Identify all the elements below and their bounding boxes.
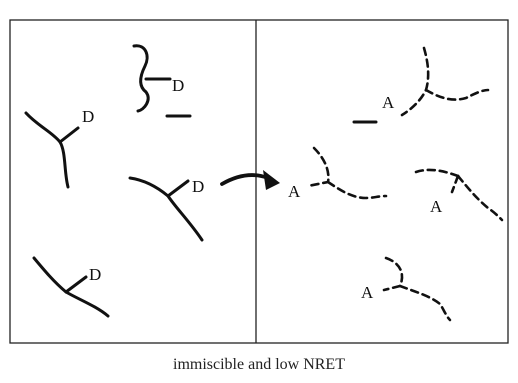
diagram-frame [9, 19, 509, 344]
acceptor-chain: A [361, 256, 452, 322]
donor-chain: D [32, 256, 110, 318]
donor-label: D [89, 265, 101, 284]
donor-label: D [192, 177, 204, 196]
acceptor-label: A [430, 197, 443, 216]
acceptor-label: A [361, 283, 374, 302]
donor-chain: D [128, 176, 204, 242]
nret-diagram: D D D D A A A A [9, 19, 509, 344]
donor-chain: D [132, 44, 184, 113]
acceptor-label: A [382, 93, 395, 112]
donor-label: D [172, 76, 184, 95]
acceptor-chain: A [414, 168, 504, 222]
transfer-arrow [220, 170, 280, 190]
acceptor-chain: A [382, 46, 490, 117]
figure-caption: immiscible and low NRET [173, 356, 345, 373]
acceptor-chain: A [288, 146, 388, 201]
donor-chain: D [24, 107, 94, 189]
donor-label: D [82, 107, 94, 126]
acceptor-label: A [288, 182, 301, 201]
